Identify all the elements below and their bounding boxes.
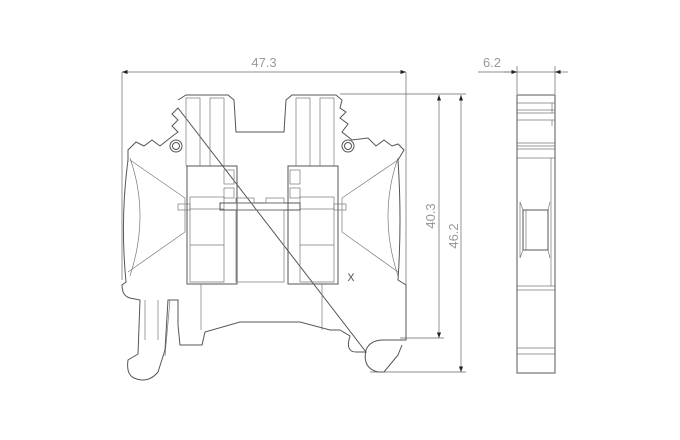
body-outline [121, 94, 407, 381]
side-width-dimension: 6.2 [478, 55, 568, 94]
screw-hole-left [169, 139, 183, 153]
screw-hole-right [341, 139, 355, 153]
bridge-bar [200, 197, 323, 330]
marking-x: x [348, 268, 355, 284]
right-clamp [287, 97, 347, 285]
total-height-label: 46.2 [446, 223, 461, 248]
front-view: 47.3 40.3 46.2 [121, 55, 466, 381]
height-label: 40.3 [423, 203, 438, 228]
width-label: 47.3 [251, 55, 276, 70]
side-view: 6.2 [478, 55, 568, 374]
side-window [519, 201, 551, 259]
side-outline [516, 94, 556, 374]
side-width-label: 6.2 [483, 55, 501, 70]
height-dimension: 40.3 [340, 93, 444, 339]
left-clamp [177, 97, 238, 285]
total-height-dimension: 46.2 [370, 93, 466, 373]
width-dimension: 47.3 [121, 55, 407, 340]
